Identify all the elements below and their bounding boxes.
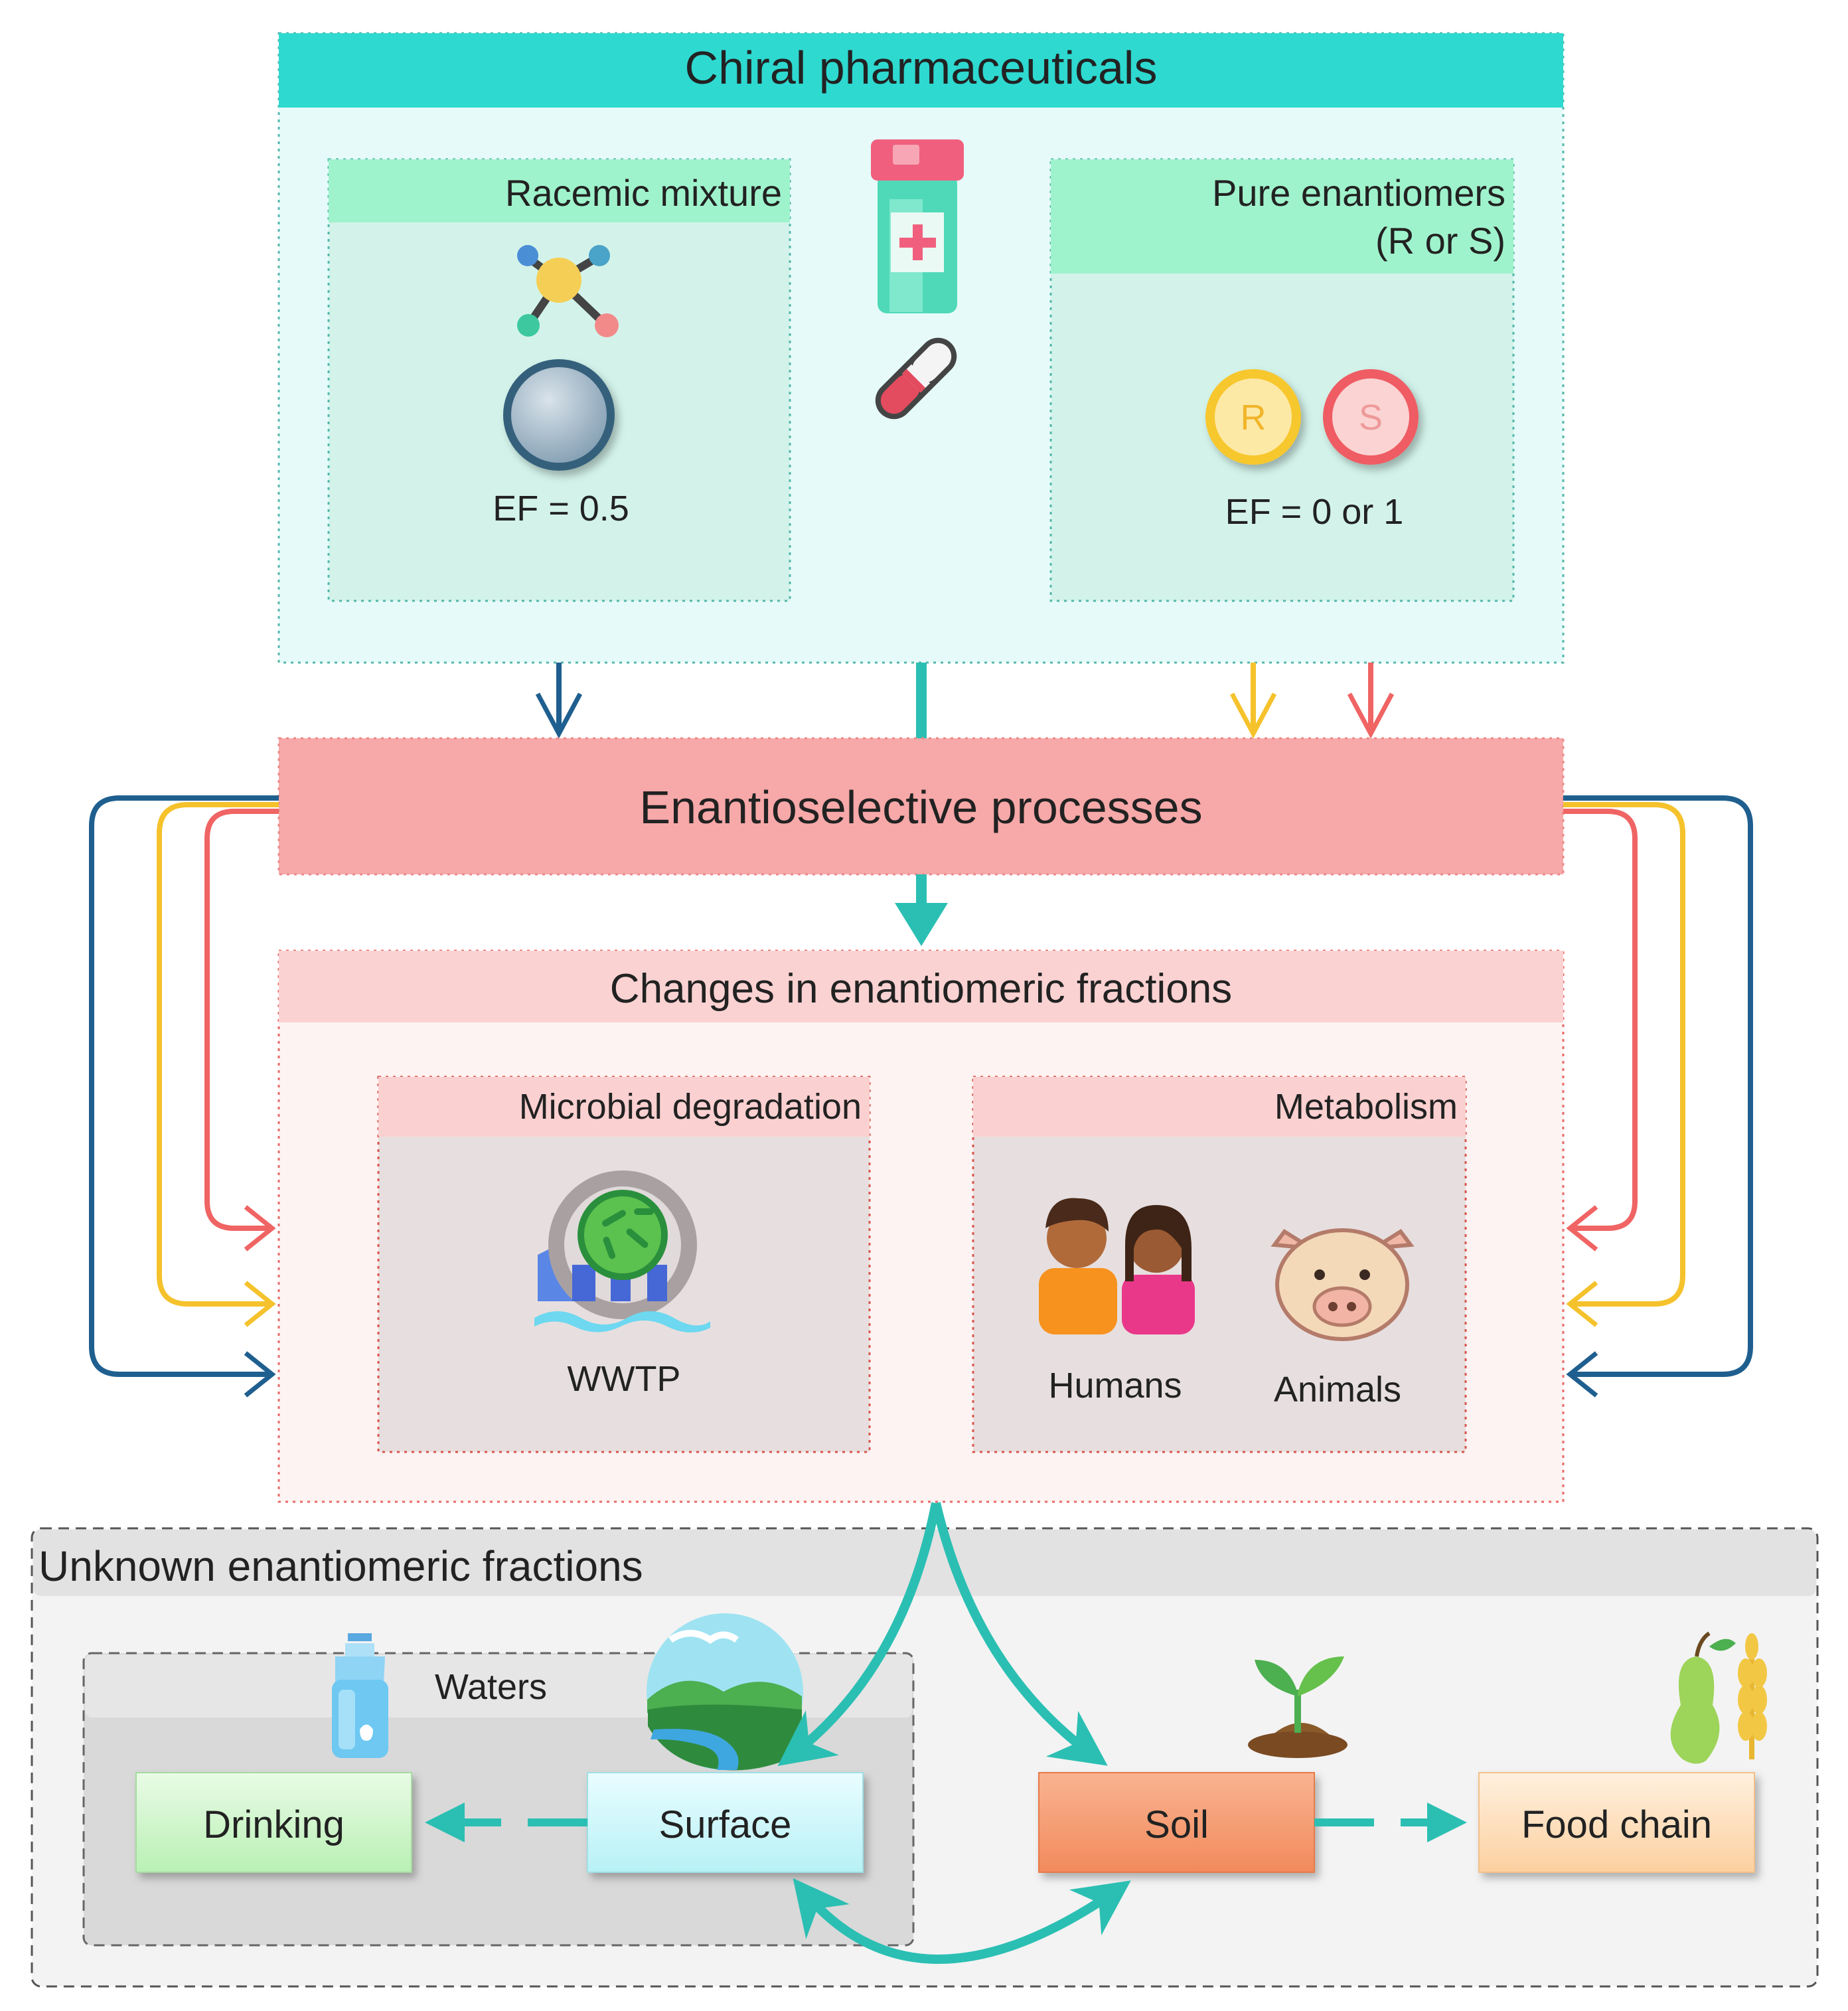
racemic-sphere-icon [503,359,615,471]
unknown-fractions-title: Unknown enantiomeric fractions [38,1542,643,1590]
medicine-bottle-icon [871,139,964,313]
arrow-surface-to-drinking [425,1803,587,1842]
arrow-processes-to-changes [895,874,948,946]
changes-title: Changes in enantiomeric fractions [609,966,1233,1012]
molecule-icon [517,245,619,337]
soil-box [1038,1772,1315,1873]
metabolism-title: Metabolism [1274,1087,1458,1127]
loop-arrows-left [89,795,279,1398]
humans-icon [1039,1198,1195,1334]
enantioselective-processes-title: Enantioselective processes [639,781,1203,833]
microbial-degradation-title: Microbial degradation [518,1087,862,1127]
food-chain-label: Food chain [1521,1803,1712,1846]
s-enantiomer-label: S [1358,398,1383,438]
pure-enantiomers-title: Pure enantiomers [1211,172,1505,214]
wwtp-icon [534,1170,710,1333]
racemic-ef-value: EF = 0.5 [493,489,629,528]
racemic-mixture-title: Racemic mixture [505,172,782,214]
pure-enantiomers-box [1049,158,1515,602]
arrow-surface-soil-exchange [793,1878,1131,1964]
humans-label: Humans [1048,1366,1182,1406]
landscape-icon [647,1613,803,1771]
r-enantiomer-label: R [1240,398,1267,438]
drinking-box [135,1772,412,1873]
arrow-r-to-processes [1229,663,1277,739]
chiral-pharmaceuticals-title: Chiral pharmaceuticals [684,42,1158,94]
water-bottle-icon [332,1633,388,1758]
pear-wheat-icon [1670,1631,1767,1764]
arrow-changes-to-soil [931,1502,1108,1766]
wwtp-label: WWTP [567,1359,681,1399]
arrow-changes-to-surface [777,1502,941,1767]
loop-arrows-right [1563,795,1753,1398]
animals-label: Animals [1273,1370,1402,1409]
waters-title: Waters [435,1667,548,1707]
drinking-label: Drinking [203,1803,345,1846]
pig-icon [1270,1228,1415,1341]
surface-box [587,1772,864,1873]
s-enantiomer-icon [1323,369,1419,465]
r-enantiomer-icon [1205,369,1301,465]
pure-enantiomers-subtitle: (R or S) [1375,220,1505,262]
pure-ef-value: EF = 0 or 1 [1225,492,1404,532]
food-chain-box [1478,1772,1755,1873]
soil-label: Soil [1144,1803,1209,1846]
surface-label: Surface [658,1803,792,1846]
sprout-soil-icon [1248,1656,1348,1758]
arrow-racemic-to-processes [535,663,583,739]
arrow-s-to-processes [1347,663,1395,739]
capsule-pill-icon [875,337,957,420]
arrow-soil-to-food-chain [1314,1803,1467,1842]
metabolism-box [972,1076,1467,1453]
